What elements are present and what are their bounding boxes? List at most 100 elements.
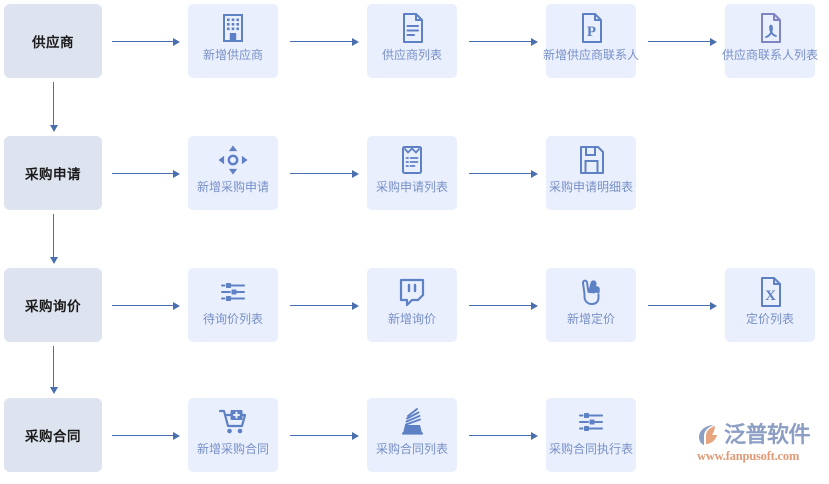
group-box-purchase-inquiry[interactable]: 采购询价 [4,268,102,342]
arrow-right [112,431,180,440]
node-new-supplier-contact[interactable]: P 新增供应商联系人 [543,4,639,78]
diagram-row-supplier: 供应商 新增供应商 [0,4,829,90]
arrow-right [290,431,359,440]
arrow-right [648,37,717,46]
arrow-down [49,346,58,394]
arrow-shaft [112,434,174,437]
fanpu-logo-mark-icon [696,422,722,448]
node-label: 新增供应商联系人 [542,48,639,62]
excel-file-icon: X [753,274,787,310]
arrow-right [112,169,180,178]
arrow-shaft [112,304,174,307]
arrow-shaft [469,40,532,43]
arrow-head [352,431,359,440]
arrow-head [352,169,359,178]
node-pending-inquiry-list[interactable]: 待询价列表 [188,268,278,342]
node-label: 供应商联系人列表 [721,48,818,62]
arrow-right [469,301,538,310]
node-purchase-contract-execution[interactable]: 采购合同执行表 [546,398,636,472]
node-label: 采购合同执行表 [548,442,633,456]
node-label: 待询价列表 [202,312,263,326]
group-box-purchase-contract[interactable]: 采购合同 [4,398,102,472]
move-arrows-icon [216,142,250,178]
arrow-shaft [469,172,532,175]
document-p-icon: P [574,10,608,46]
arrow-head [173,37,180,46]
svg-text:X: X [765,288,776,304]
group-label: 采购合同 [25,429,81,444]
chat-bubble-icon [395,274,429,310]
arrow-shaft [112,40,174,43]
arrow-head [173,431,180,440]
group-box-supplier[interactable]: 供应商 [4,4,102,78]
node-purchase-contract-list[interactable]: 采购合同列表 [367,398,457,472]
arrow-down [49,214,58,264]
arrow-head [173,301,180,310]
arrow-shaft [52,214,55,258]
node-new-purchase-contract[interactable]: 新增采购合同 [188,398,278,472]
group-label: 供应商 [32,35,74,50]
arrow-shaft [290,40,353,43]
node-new-supplier[interactable]: 新增供应商 [188,4,278,78]
arrow-right [290,169,359,178]
arrow-head [531,301,538,310]
arrow-head [49,125,58,132]
arrow-head [49,257,58,264]
brand-name: 泛普软件 [724,422,811,447]
arrow-head [531,169,538,178]
node-label: 采购申请明细表 [548,180,633,194]
sliders-filled-icon [574,404,608,440]
diagram-row-purchase-inquiry: 采购询价 待询价列表 [0,268,829,354]
arrow-right [290,37,359,46]
node-new-pricing[interactable]: 新增定价 [546,268,636,342]
fanpusoft-watermark: 泛普软件 www.fanpusoft.com [696,419,824,467]
node-label: 新增采购申请 [196,180,269,194]
arrow-right [290,301,359,310]
arrow-right [648,301,717,310]
arrow-head [531,37,538,46]
cart-plus-icon [216,404,250,440]
group-label: 采购申请 [25,167,81,182]
clipboard-list-icon [395,142,429,178]
node-label: 新增供应商 [202,48,263,62]
node-new-inquiry[interactable]: 新增询价 [367,268,457,342]
pdf-file-icon [753,10,787,46]
arrow-head [710,301,717,310]
arrow-shaft [290,434,353,437]
arrow-down [49,82,58,132]
node-new-purchase-request[interactable]: 新增采购申请 [188,136,278,210]
node-label: 新增询价 [387,312,436,326]
node-label: 采购合同列表 [375,442,448,456]
arrow-shaft [290,172,353,175]
node-purchase-request-list[interactable]: 采购申请列表 [367,136,457,210]
logo-top-row: 泛普软件 [696,422,811,448]
node-purchase-request-detail[interactable]: 采购申请明细表 [546,136,636,210]
arrow-head [173,169,180,178]
group-box-purchase-request[interactable]: 采购申请 [4,136,102,210]
node-supplier-contact-list[interactable]: 供应商联系人列表 [722,4,818,78]
arrow-shaft [648,40,711,43]
node-pricing-list[interactable]: X 定价列表 [725,268,815,342]
arrow-right [112,301,180,310]
building-icon [216,10,250,46]
node-label: 新增定价 [566,312,615,326]
brand-url: www.fanpusoft.com [697,449,800,463]
arrow-head [710,37,717,46]
arrow-shaft [52,82,55,126]
svg-text:P: P [587,24,596,40]
node-label: 供应商列表 [381,48,442,62]
stacked-papers-icon [395,404,429,440]
node-label: 新增采购合同 [196,442,269,456]
arrow-shaft [469,434,532,437]
arrow-head [352,301,359,310]
floppy-save-icon [574,142,608,178]
node-label: 定价列表 [745,312,794,326]
arrow-shaft [290,304,353,307]
sliders-icon [216,274,250,310]
hand-victory-icon [574,274,608,310]
arrow-shaft [52,346,55,388]
arrow-right [469,431,538,440]
node-supplier-list[interactable]: 供应商列表 [367,4,457,78]
arrow-head [352,37,359,46]
